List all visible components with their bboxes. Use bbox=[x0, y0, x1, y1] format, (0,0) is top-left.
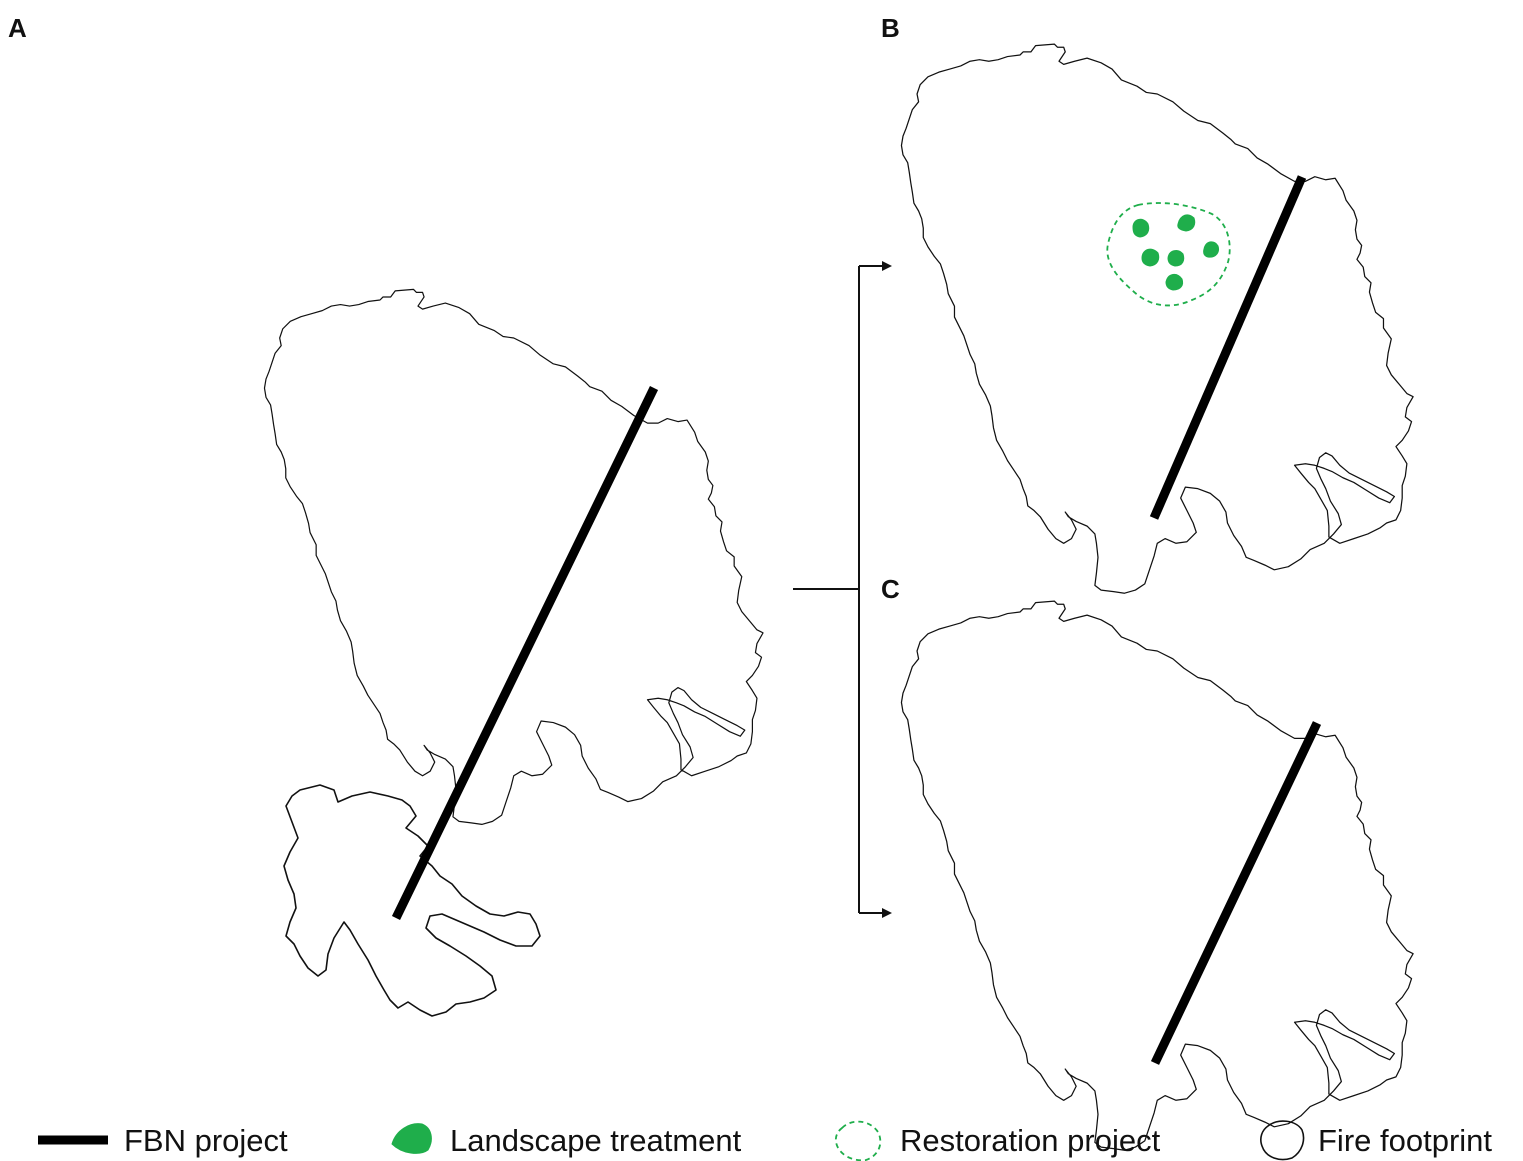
legend-item-fbn-project: FBN project bbox=[38, 1123, 288, 1158]
panel-label-a: A bbox=[8, 13, 27, 43]
landscape-treatment-1 bbox=[1132, 218, 1150, 238]
legend-item-fire-footprint: Fire footprint bbox=[1260, 1120, 1492, 1161]
green-blob-icon bbox=[391, 1123, 432, 1154]
fbn-project-line-a bbox=[391, 386, 659, 920]
fbn-project-line-c bbox=[1150, 721, 1322, 1065]
landscape-treatment-6 bbox=[1165, 274, 1184, 291]
arrowhead-to-b bbox=[882, 261, 892, 271]
legend-label-landscape-treatment: Landscape treatment bbox=[450, 1123, 742, 1158]
fire-footprint-c bbox=[900, 600, 1414, 1151]
panel-b bbox=[900, 43, 1414, 594]
outline-polygon-icon bbox=[1260, 1120, 1305, 1161]
bracket-arrow-icon bbox=[793, 265, 884, 914]
fbn-project-line-b bbox=[1149, 175, 1307, 520]
legend-item-restoration-project: Restoration project bbox=[834, 1120, 1161, 1161]
legend-label-restoration-project: Restoration project bbox=[900, 1123, 1161, 1158]
panel-label-b: B bbox=[881, 13, 900, 43]
fire-footprint-a-small bbox=[283, 784, 541, 1017]
panel-label-c: C bbox=[881, 574, 900, 604]
panel-c bbox=[900, 600, 1414, 1151]
legend-item-landscape-treatment: Landscape treatment bbox=[391, 1123, 742, 1158]
restoration-project-outline bbox=[1106, 202, 1231, 307]
fire-footprint-a bbox=[263, 288, 764, 826]
landscape-treatment-4 bbox=[1167, 250, 1185, 267]
landscape-treatment-2 bbox=[1177, 214, 1196, 232]
legend-label-fire-footprint: Fire footprint bbox=[1318, 1123, 1492, 1158]
flow-bracket bbox=[793, 261, 892, 918]
landscape-treatment-3 bbox=[1141, 248, 1160, 267]
panel-a bbox=[263, 288, 764, 1017]
landscape-treatments bbox=[1132, 214, 1219, 291]
legend-label-fbn-project: FBN project bbox=[124, 1123, 288, 1158]
dashed-outline-icon bbox=[834, 1120, 882, 1161]
landscape-treatment-5 bbox=[1203, 241, 1219, 258]
arrowhead-to-c bbox=[882, 908, 892, 918]
legend: FBN project Landscape treatment Restorat… bbox=[38, 1120, 1492, 1161]
